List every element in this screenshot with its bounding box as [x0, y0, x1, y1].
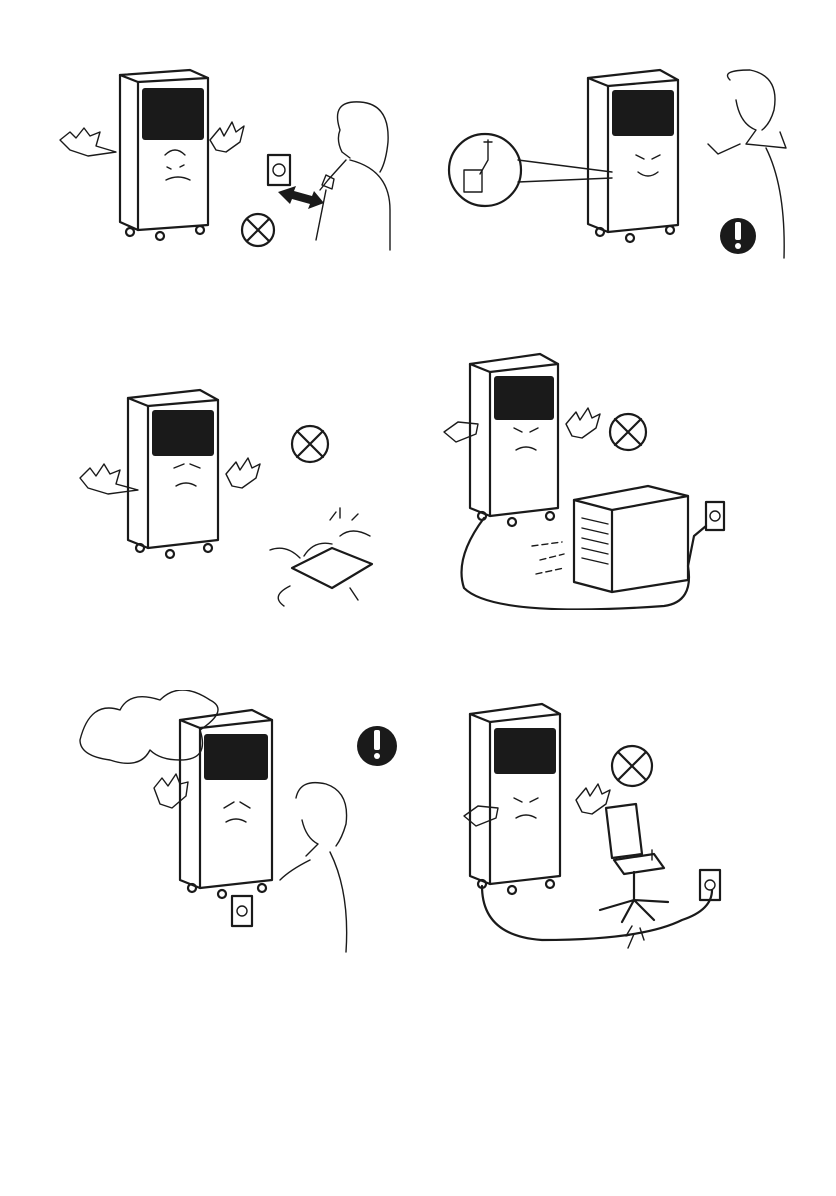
spark-icon — [626, 926, 644, 948]
pointing-hand-icon — [464, 784, 610, 826]
office-chair-icon — [600, 804, 668, 922]
illustration-unplug-by-pulling-cord — [40, 60, 440, 380]
air-conditioner-unit — [470, 354, 558, 526]
wall-outlet-icon — [700, 870, 720, 900]
power-strip-icon — [270, 508, 372, 606]
woman-figure — [316, 102, 390, 250]
wall-outlet-icon — [232, 896, 252, 926]
warning-icon — [357, 726, 397, 766]
air-conditioner-unit — [180, 710, 272, 898]
prohibited-icon — [292, 426, 328, 462]
illustration-no-power-strip — [40, 350, 440, 670]
prohibited-icon — [242, 214, 274, 246]
power-cord — [482, 886, 712, 940]
prohibited-icon — [610, 414, 646, 450]
heater-icon — [532, 486, 688, 592]
wall-outlet-icon — [706, 502, 724, 530]
power-cord — [462, 518, 707, 609]
air-conditioner-unit — [470, 704, 560, 894]
warning-icon — [720, 218, 756, 254]
waving-hand-icon — [154, 774, 188, 808]
wall-outlet-icon — [268, 155, 290, 185]
air-conditioner-unit — [588, 70, 678, 242]
air-conditioner-unit — [128, 390, 218, 558]
prohibited-icon — [612, 746, 652, 786]
illustration-do-not-crush-cord — [440, 690, 836, 1010]
waving-hand-icon — [80, 458, 260, 494]
woman-figure — [280, 783, 347, 952]
illustration-unplug-when-smoke — [40, 690, 440, 1010]
illustration-plug-firmly-inserted — [440, 60, 836, 380]
double-arrow-icon — [278, 186, 324, 209]
illustration-no-heater-near-cord — [440, 350, 836, 670]
air-conditioner-unit — [120, 70, 208, 240]
